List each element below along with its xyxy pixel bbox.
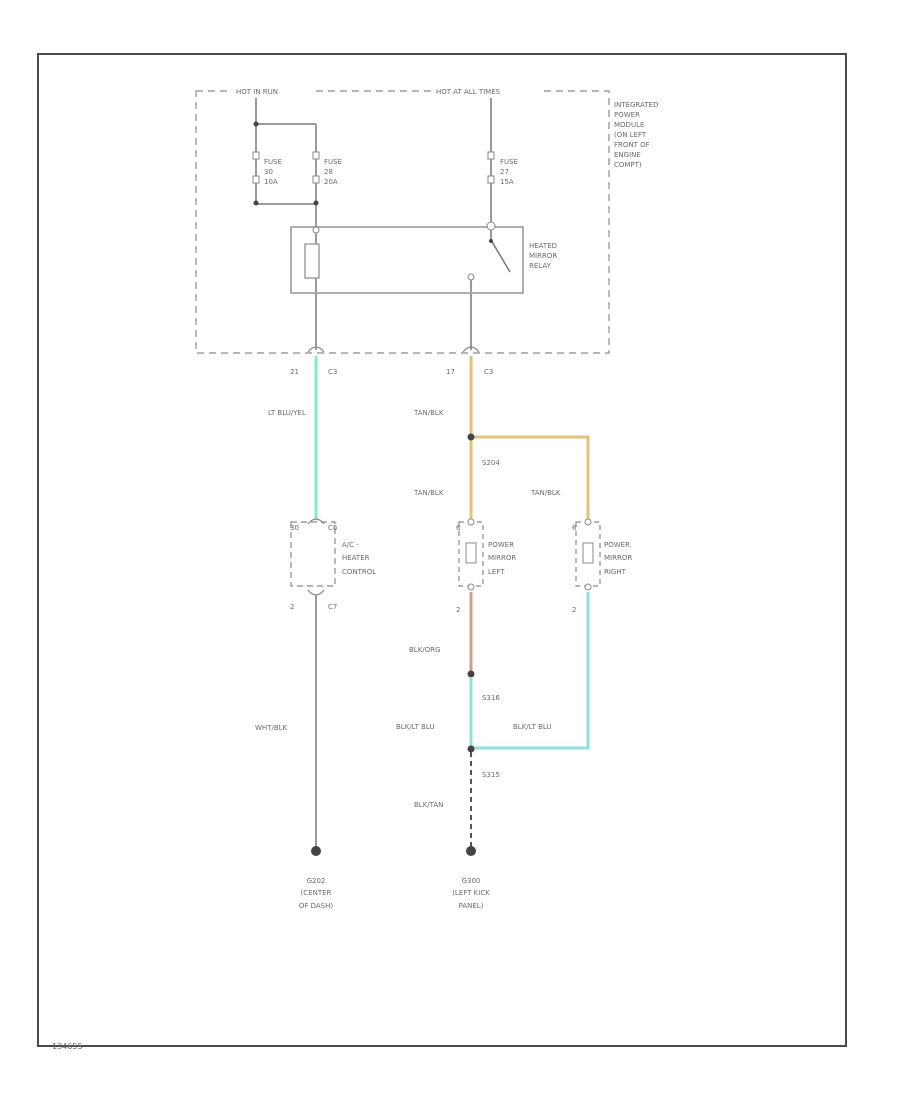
splice-s315-label: S315: [482, 771, 500, 779]
lt-blu-yel-label: LT BLU/YEL: [268, 409, 306, 417]
ground-icon: [466, 846, 476, 856]
svg-text:(ON LEFT: (ON LEFT: [614, 131, 647, 139]
ground-g202: G202 (CENTER OF DASH): [299, 846, 334, 910]
ipm-connector-c3-left: [307, 346, 325, 353]
ipm-conn-c3-right: C3: [484, 368, 493, 376]
splice-s316: [467, 670, 475, 678]
blk-lt-blu-label-1: BLK/LT BLU: [396, 723, 435, 731]
fuse-28: FUSE 28 20A: [312, 151, 342, 186]
footer-code: 134655: [52, 1042, 83, 1051]
ipm-connector-c3-right: [462, 346, 480, 353]
svg-text:27: 27: [500, 168, 509, 176]
wht-blk-label: WHT/BLK: [255, 724, 288, 732]
ground-g300: G300 (LEFT KICK PANEL): [452, 846, 490, 910]
svg-text:POWER: POWER: [614, 111, 640, 119]
relay-switch-icon: [490, 230, 511, 273]
svg-text:RELAY: RELAY: [529, 262, 552, 270]
ipm-pin-21: 21: [290, 368, 299, 376]
svg-text:INTEGRATED: INTEGRATED: [614, 101, 658, 109]
svg-text:ENGINE: ENGINE: [614, 151, 641, 159]
svg-text:HEATED: HEATED: [529, 242, 557, 250]
tan-blk-label-3: TAN/BLK: [530, 489, 561, 497]
blk-lt-blu-label-2: BLK/LT BLU: [513, 723, 552, 731]
svg-text:HEATER: HEATER: [342, 554, 370, 562]
ground-icon: [311, 846, 321, 856]
svg-text:POWER: POWER: [604, 541, 630, 549]
splice-s315: [467, 745, 475, 753]
svg-text:FUSE: FUSE: [324, 158, 342, 166]
svg-text:POWER: POWER: [488, 541, 514, 549]
svg-text:30: 30: [264, 168, 273, 176]
svg-text:MODULE: MODULE: [614, 121, 644, 129]
splice-s204: [467, 433, 475, 441]
svg-text:30: 30: [290, 524, 299, 532]
svg-text:G202: G202: [307, 877, 326, 885]
svg-text:C6: C6: [328, 524, 338, 532]
svg-text:MIRROR: MIRROR: [529, 252, 557, 260]
svg-text:FUSE: FUSE: [500, 158, 518, 166]
svg-text:20A: 20A: [324, 178, 338, 186]
svg-text:G300: G300: [462, 877, 481, 885]
blk-tan-label: BLK/TAN: [414, 801, 443, 809]
svg-text:FRONT OF: FRONT OF: [614, 141, 650, 149]
ipm-enclosure: [195, 90, 610, 354]
ac-heater-control: 30 C6 A/C - HEATER CONTROL 2 C7: [290, 518, 376, 611]
svg-text:(LEFT KICK: (LEFT KICK: [452, 889, 490, 897]
fuse-30: FUSE 30 10A: [252, 151, 282, 186]
svg-text:15A: 15A: [500, 178, 514, 186]
svg-text:COMPT): COMPT): [614, 161, 642, 169]
ipm-pin-17: 17: [446, 368, 455, 376]
svg-text:28: 28: [324, 168, 333, 176]
svg-text:RIGHT: RIGHT: [604, 568, 627, 576]
blk-org-label: BLK/ORG: [409, 646, 440, 654]
svg-text:6: 6: [572, 524, 577, 532]
power-mirror-left: 6 POWER MIRROR LEFT 2: [456, 518, 516, 614]
fuse-bus-wire: [255, 98, 317, 230]
relay-coil-icon: [304, 243, 320, 279]
blk-lt-blu-wire-right: [471, 592, 590, 750]
diagram-frame: [37, 53, 847, 1047]
svg-text:CONTROL: CONTROL: [342, 568, 376, 576]
power-mirror-right: 6 POWER MIRROR RIGHT 2: [572, 518, 632, 614]
svg-text:2: 2: [572, 606, 576, 614]
svg-text:PANEL): PANEL): [459, 902, 484, 910]
svg-text:(CENTER: (CENTER: [301, 889, 332, 897]
svg-text:OF DASH): OF DASH): [299, 902, 334, 910]
hot-at-all-times-label: HOT AT ALL TIMES: [436, 88, 501, 96]
svg-text:MIRROR: MIRROR: [488, 554, 516, 562]
svg-text:2: 2: [290, 603, 294, 611]
heated-mirror-relay: HEATED MIRROR RELAY: [290, 221, 557, 294]
splice-s316-label: S316: [482, 694, 500, 702]
svg-text:LEFT: LEFT: [488, 568, 505, 576]
splice-s204-label: S204: [482, 459, 500, 467]
tan-blk-wire-right: [471, 435, 590, 522]
svg-text:6: 6: [456, 524, 461, 532]
hot-in-run-label: HOT IN RUN: [236, 88, 278, 96]
svg-text:FUSE: FUSE: [264, 158, 282, 166]
svg-text:2: 2: [456, 606, 460, 614]
tan-blk-label-1: TAN/BLK: [413, 409, 444, 417]
fuse-27: FUSE 27 15A: [487, 151, 518, 186]
ipm-label: INTEGRATED POWER MODULE (ON LEFT FRONT O…: [614, 101, 658, 169]
svg-text:MIRROR: MIRROR: [604, 554, 632, 562]
svg-text:C7: C7: [328, 603, 337, 611]
svg-text:10A: 10A: [264, 178, 278, 186]
svg-text:A/C -: A/C -: [342, 541, 359, 549]
tan-blk-label-2: TAN/BLK: [413, 489, 444, 497]
ipm-conn-c3-left: C3: [328, 368, 337, 376]
